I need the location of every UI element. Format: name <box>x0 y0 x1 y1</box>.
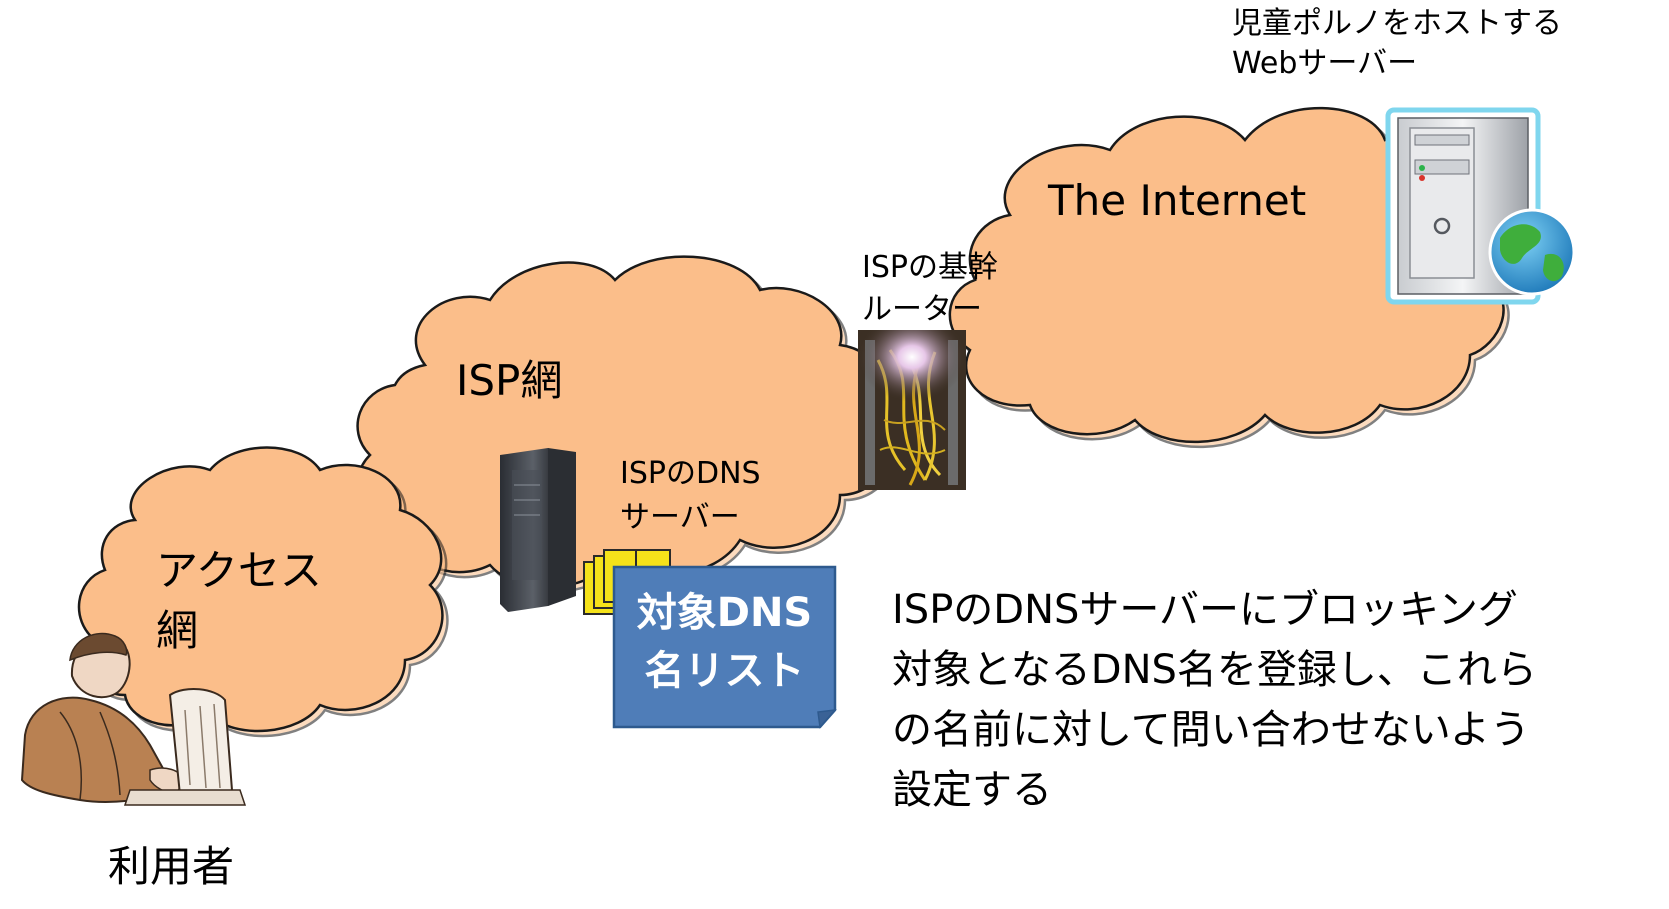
dark-server-icon <box>500 448 576 612</box>
person-at-computer-clipart <box>20 632 247 806</box>
web-server-label-line1: 児童ポルノをホストする <box>1232 6 1562 41</box>
router-label-line2: ルーター <box>862 292 982 327</box>
server-tower-globe-icon <box>1385 107 1576 305</box>
description-line2: 対象となるDNS名を登録し、これら <box>892 647 1537 693</box>
dns-list-note-line1: 対象DNS <box>636 590 813 636</box>
user-label: 利用者 <box>108 842 235 891</box>
dns-server-label-line1: ISPのDNS <box>620 456 761 491</box>
description-line1: ISPのDNSサーバーにブロッキング <box>892 587 1518 633</box>
dns-list-note-line2: 名リスト <box>644 648 805 694</box>
description-line4: 設定する <box>892 767 1052 813</box>
web-server-label-line2: Webサーバー <box>1232 46 1418 81</box>
access-cloud-label-line1: アクセス <box>156 546 322 595</box>
dns-list-note <box>612 565 837 729</box>
router-label-line1: ISPの基幹 <box>862 250 998 285</box>
router-cables-photo <box>858 330 966 490</box>
access-cloud-label-line2: 網 <box>156 606 199 655</box>
internet-cloud-label: The Internet <box>1048 176 1307 225</box>
access-cloud <box>77 446 449 738</box>
internet-cloud <box>948 106 1510 449</box>
dns-server-label-line2: サーバー <box>620 500 740 535</box>
isp-cloud <box>356 255 897 594</box>
isp-cloud-label: ISP網 <box>456 356 563 405</box>
description-line3: の名前に対して問い合わせないよう <box>892 707 1530 753</box>
